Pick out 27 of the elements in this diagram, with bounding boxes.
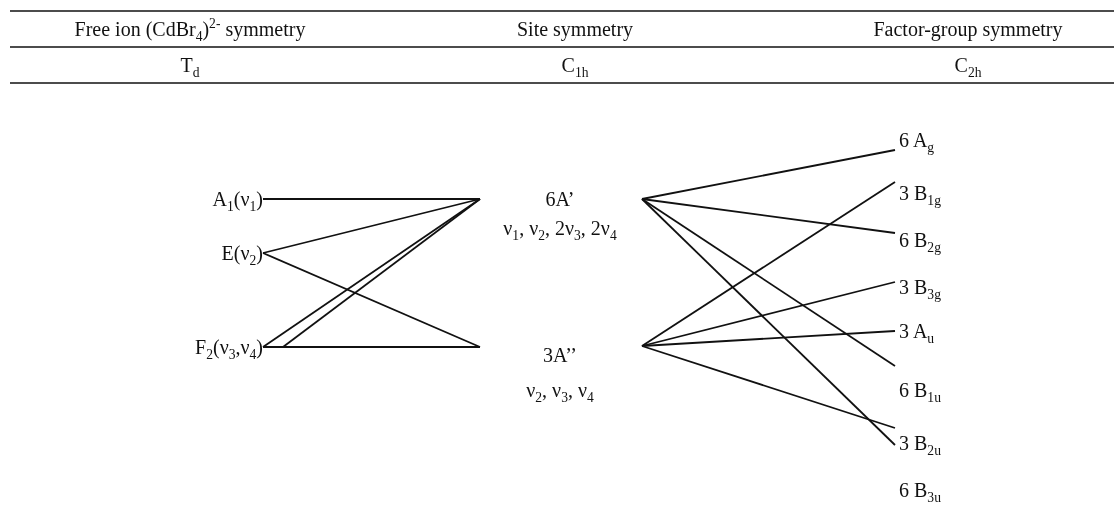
table-header-text: C$_{1h}$ [561,53,589,77]
symmetry-species-label: 3 A$_{u}$ [899,319,935,343]
symmetry-species-label: 6 B$_{3u}$ [899,478,941,502]
table-header-text: T$_{d}$ [180,53,200,77]
table-header-text: Site symmetry [516,17,634,41]
correlation-line [262,198,481,254]
vibration-mode-text: ν$_{1}$, ν$_{2}$, 2ν$_{3}$, 2ν$_{4}$ [502,216,618,240]
correlation-line [641,181,896,347]
symmetry-species-label: 3 B$_{2u}$ [899,431,941,455]
table-header-text: Factor-group symmetry [873,17,1063,41]
correlation-line [262,198,481,200]
correlation-line [262,346,481,348]
correlation-line [641,198,896,234]
correlation-line [641,345,896,429]
symmetry-species-label: 3A’’ [541,343,579,367]
symmetry-species-label: E(ν$_{2}$) [221,241,263,265]
correlation-line [641,330,896,347]
vibration-mode-text: ν$_{2}$, ν$_{3}$, ν$_{4}$ [525,378,595,402]
correlation-line [641,198,896,446]
symmetry-species-label: F$_{2}$(ν$_{3}$,ν$_{4}$) [195,335,263,359]
symmetry-species-label: A$_{1}$(ν$_{1}$) [212,187,263,211]
table-header-text: C$_{2h}$ [954,53,982,77]
symmetry-species-label: 6 B$_{1u}$ [899,378,941,402]
correlation-line [262,252,481,348]
table-header-text: Free ion (CdBr$_{4}$)$^{2-}$ symmetry [74,17,306,41]
symmetry-species-label: 6A’ [544,187,576,211]
correlation-line [641,281,896,347]
